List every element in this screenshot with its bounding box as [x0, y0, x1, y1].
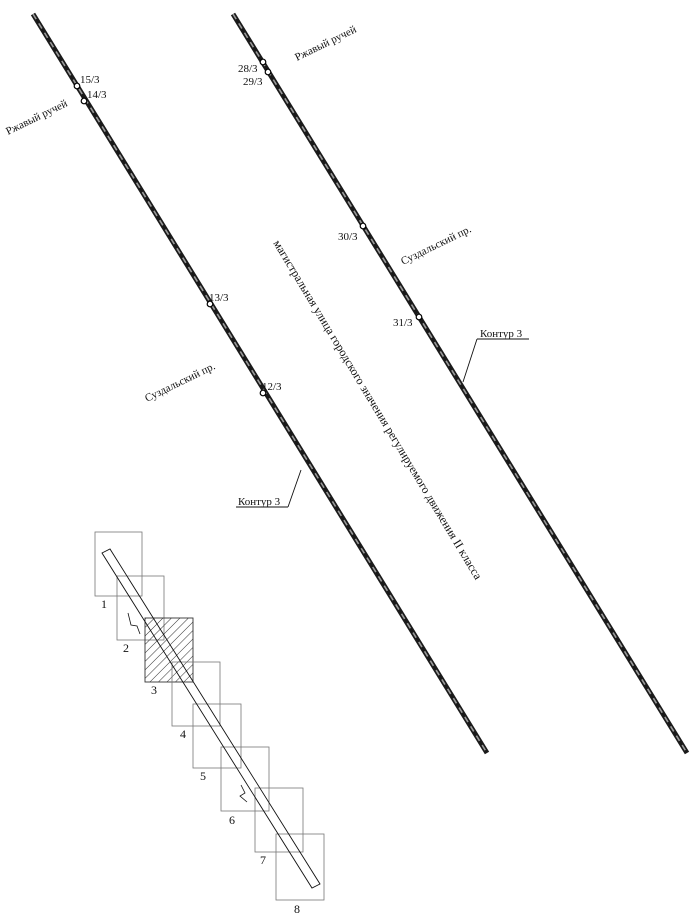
- boundary-point-14: 14/3: [80, 89, 107, 105]
- sheet-frame-7: [254, 787, 304, 853]
- street-label-suzdalsky-left: Суздальский пр.: [143, 360, 217, 405]
- contour-label-left: Контур 3: [236, 469, 302, 508]
- sheet-number-8: 8: [294, 902, 300, 916]
- svg-text:30/3: 30/3: [338, 231, 358, 243]
- sheet-number-4: 4: [180, 727, 186, 741]
- svg-text:13/3: 13/3: [209, 292, 229, 304]
- svg-text:15/3: 15/3: [80, 74, 100, 86]
- sheet-number-3: 3: [151, 683, 157, 697]
- contour-label-right: Контур 3: [462, 328, 529, 383]
- svg-text:Контур 3: Контур 3: [238, 496, 281, 508]
- boundary-point-15: 15/3: [73, 74, 100, 90]
- boundary-point-13: 13/3: [206, 292, 229, 308]
- boundary-point-28: 28/3: [238, 58, 267, 75]
- road-class-label: магистральная улица городского значения …: [270, 237, 485, 582]
- street-label-rzhavy-right: Ржавый ручей: [293, 24, 359, 64]
- right-boundary-line: [230, 12, 690, 755]
- svg-text:14/3: 14/3: [87, 89, 107, 101]
- svg-text:Контур 3: Контур 3: [480, 328, 523, 340]
- sheet-frame-2: [116, 575, 165, 641]
- boundary-point-29: 29/3: [243, 68, 272, 88]
- sheet-number-5: 5: [200, 769, 206, 783]
- left-boundary-line: [30, 12, 490, 755]
- sheet-frame-3: [144, 617, 194, 683]
- svg-text:28/3: 28/3: [238, 63, 258, 75]
- sheet-frame-6: [220, 746, 270, 812]
- sheet-number-2: 2: [123, 641, 129, 655]
- key-map: 1 2 3 4 5 6 7 8: [94, 531, 325, 916]
- street-label-rzhavy-left: Ржавый ручей: [4, 98, 70, 138]
- svg-text:12/3: 12/3: [262, 381, 282, 393]
- sheet-frame-8: [275, 833, 325, 901]
- boundary-point-12: 12/3: [259, 381, 282, 397]
- sheet-number-1: 1: [101, 597, 107, 611]
- sheet-frame-4: [171, 661, 221, 727]
- street-label-suzdalsky-right: Суздальский пр.: [399, 223, 473, 268]
- boundary-point-30: 30/3: [338, 222, 367, 243]
- sheet-number-6: 6: [229, 813, 235, 827]
- sheet-frame-5: [192, 703, 242, 769]
- key-map-notch-upper: [127, 612, 141, 635]
- boundary-point-31: 31/3: [393, 313, 423, 329]
- svg-text:31/3: 31/3: [393, 317, 413, 329]
- sheet-number-7: 7: [260, 853, 266, 867]
- svg-text:29/3: 29/3: [243, 76, 263, 88]
- sheet-frame-1: [94, 531, 143, 597]
- key-map-notch-lower: [239, 784, 248, 803]
- key-map-corridor: [101, 548, 321, 889]
